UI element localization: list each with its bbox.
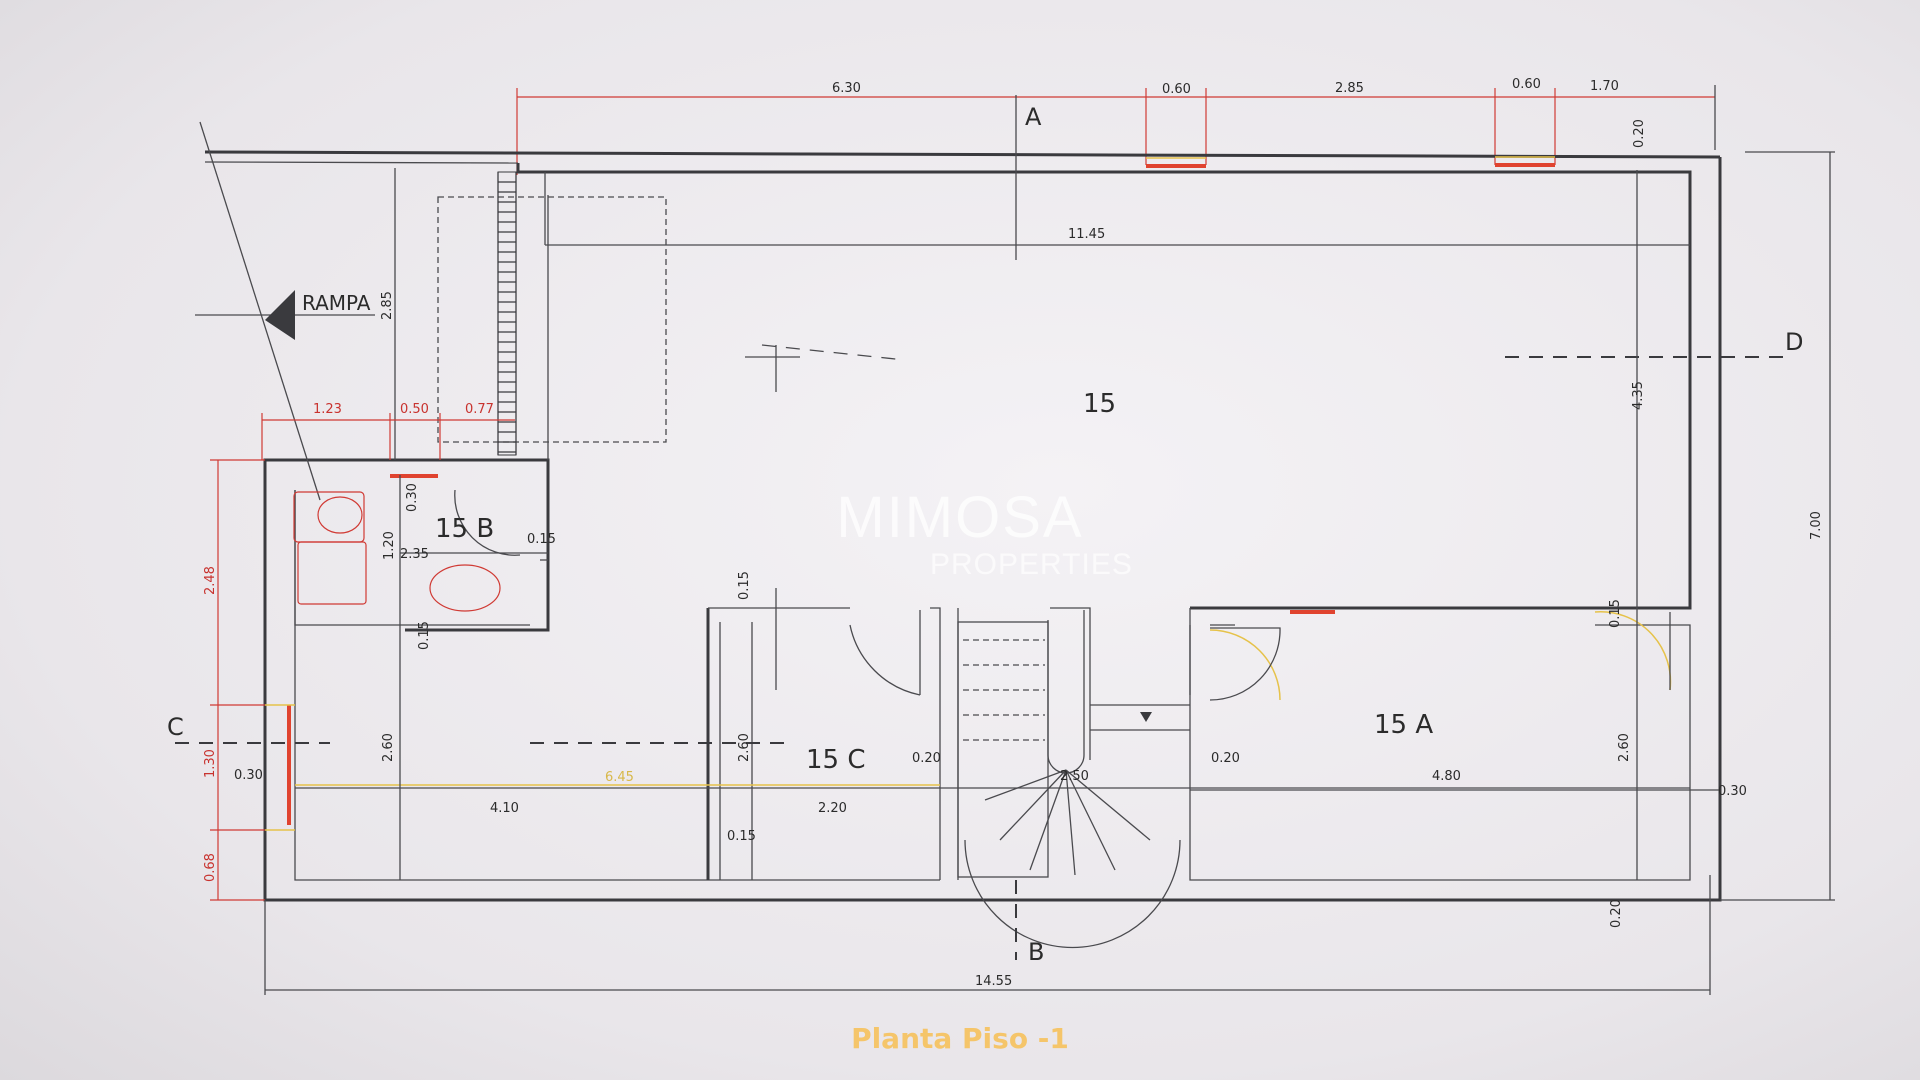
dim-label: 1.30 <box>203 749 218 778</box>
stair-arrow-icon <box>1140 712 1152 722</box>
top-dimension-chain: 6.30 0.60 2.85 0.60 1.70 <box>516 77 1716 175</box>
ramp-label: RAMPA <box>302 291 371 315</box>
section-cuts: A B C D <box>167 95 1803 966</box>
dim-label: 0.30 <box>405 483 420 512</box>
windows <box>265 156 1555 831</box>
dim-label: 4.80 <box>1432 769 1461 784</box>
dim-label: 2.50 <box>1060 769 1089 784</box>
section-label-c: C <box>167 713 184 741</box>
dim-label: 2.60 <box>1617 733 1632 762</box>
dim-label: 0.15 <box>527 532 556 547</box>
room-label-a: 15 A <box>1374 710 1433 740</box>
bathroom-fixtures <box>293 489 548 612</box>
plan-caption: Planta Piso -1 <box>851 1022 1069 1055</box>
dim-label: 0.15 <box>727 829 756 844</box>
dim-label: 1.23 <box>313 402 342 417</box>
dim-label: 7.00 <box>1809 511 1824 540</box>
section-label-a: A <box>1025 103 1042 131</box>
dim-label: 11.45 <box>1068 227 1105 242</box>
dim-label: 0.15 <box>417 621 432 650</box>
walls <box>204 150 1722 902</box>
section-label-d: D <box>1785 328 1803 356</box>
dim-label: 0.30 <box>234 768 263 783</box>
dim-label: 2.20 <box>818 801 847 816</box>
dim-label: 2.35 <box>400 547 429 562</box>
ramp-area: RAMPA <box>195 121 1690 501</box>
room-labels: 15 15 B 15 C 15 A <box>435 389 1433 775</box>
dim-label: 0.20 <box>1632 119 1647 148</box>
dim-label: 0.68 <box>203 853 218 882</box>
dimension-labels: 11.45 4.35 7.00 0.20 2.85 1.23 0.50 0.77… <box>203 119 1824 989</box>
dim-label: 2.48 <box>203 566 218 595</box>
dim-label: 0.30 <box>1718 784 1747 799</box>
dim-label: 1.20 <box>382 531 397 560</box>
spiral-stair <box>957 610 1190 949</box>
room-label-bath: 15 B <box>435 514 494 544</box>
dim-label: 0.20 <box>912 751 941 766</box>
dim-label: 0.20 <box>1609 899 1624 928</box>
ramp-hatch <box>497 171 517 456</box>
dim-label: 0.15 <box>1608 599 1623 628</box>
doors <box>849 610 1672 701</box>
dim-label: 4.35 <box>1631 381 1646 410</box>
dim-label: 0.15 <box>737 571 752 600</box>
dim-label: 14.55 <box>975 974 1012 989</box>
dim-label: 0.20 <box>1211 751 1240 766</box>
dim-label: 0.60 <box>1512 77 1541 92</box>
section-label-b: B <box>1028 938 1044 966</box>
dim-label: 2.85 <box>1335 81 1364 96</box>
dim-label: 6.45 <box>605 770 634 785</box>
dim-label: 2.60 <box>737 733 752 762</box>
room-label-main: 15 <box>1083 389 1116 419</box>
dim-label: 4.10 <box>490 801 519 816</box>
dim-label: 0.60 <box>1162 82 1191 97</box>
dim-label: 0.77 <box>465 402 494 417</box>
room-label-c: 15 C <box>806 745 866 775</box>
dim-label: 0.50 <box>400 402 429 417</box>
ramp-arrow-icon <box>265 290 295 340</box>
dim-label: 1.70 <box>1590 79 1619 94</box>
dim-label: 2.85 <box>380 291 395 320</box>
dim-label: 6.30 <box>832 81 861 96</box>
dim-label: 2.60 <box>381 733 396 762</box>
left-dimension-chains <box>210 151 1835 995</box>
